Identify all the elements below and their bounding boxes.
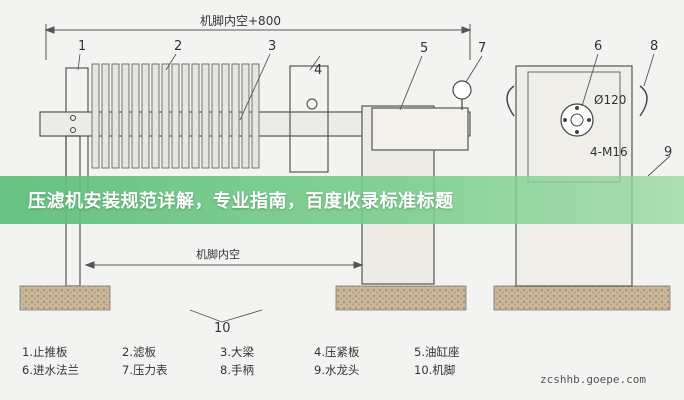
legend-item: 1.止推板: [22, 345, 68, 359]
legend-item: 3.大梁: [220, 345, 254, 359]
filter-plate-stack: [91, 63, 260, 169]
callout-8: 8: [650, 39, 658, 54]
legend-item: 10.机脚: [414, 363, 456, 377]
banner-title: 压滤机安装规范详解，专业指南，百度收录标准标题: [28, 191, 454, 212]
bottom-dimension: [84, 261, 364, 269]
callout-1: 1: [78, 39, 86, 54]
press-plate: [289, 65, 329, 173]
beam-bolt: [70, 127, 76, 133]
callout-6: 6: [594, 39, 602, 54]
foundation-left: [19, 285, 111, 311]
bottom-dimension-label: 机脚内空: [196, 247, 240, 261]
top-dimension: [44, 24, 472, 60]
callout-3: 3: [268, 39, 276, 54]
callout-leaders: [77, 53, 671, 323]
callout-5: 5: [420, 41, 428, 56]
foundation-end: [493, 285, 671, 311]
legend-item: 5.油缸座: [414, 345, 460, 359]
callout-10: 10: [214, 321, 231, 336]
handle: [506, 85, 515, 117]
callout-2: 2: [174, 39, 182, 54]
parts-legend: 1.止推板 2.滤板 3.大梁 4.压紧板 5.油缸座 6.进水法兰 7.压力表…: [0, 342, 684, 382]
title-banner: 压滤机安装规范详解，专业指南，百度收录标准标题: [0, 176, 684, 224]
callout-9: 9: [664, 145, 672, 160]
top-dimension-label: 机脚内空+800: [200, 13, 281, 28]
legend-item: 8.手柄: [220, 363, 254, 377]
foundation-right: [335, 285, 467, 311]
inlet-flange: [560, 103, 594, 137]
press-plate-handle: [306, 98, 318, 110]
callout-7: 7: [478, 41, 486, 56]
pressure-gauge: [452, 80, 472, 100]
watermark: zcshhb.goepe.com: [540, 373, 646, 386]
legend-item: 2.滤板: [122, 345, 156, 359]
legend-item: 4.压紧板: [314, 345, 360, 359]
legend-item: 9.水龙头: [314, 363, 360, 377]
handle: [639, 85, 648, 117]
legend-item: 6.进水法兰: [22, 363, 79, 377]
flange-diameter-label: Ø120: [594, 93, 626, 107]
cylinder-body: [371, 107, 469, 151]
callout-4: 4: [314, 63, 322, 78]
bolt-spec-label: 4-M16: [590, 145, 628, 159]
beam-bolt: [70, 115, 76, 121]
legend-item: 7.压力表: [122, 363, 168, 377]
